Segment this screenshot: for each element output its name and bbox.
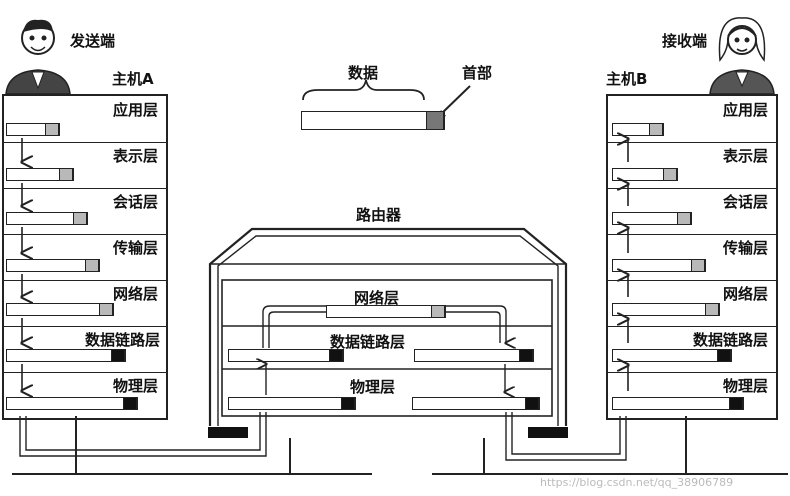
host-b-layer-physical: 物理层 [722, 377, 768, 395]
sender-label: 发送端 [70, 32, 116, 50]
host-b-layer-network: 网络层 [608, 280, 776, 327]
host-a-label: 主机A [112, 70, 154, 88]
host-a-layer-transport: 传输层 [4, 234, 166, 281]
router-packet-datalink-out [414, 348, 534, 362]
watermark: https://blog.csdn.net/qq_38906789 [540, 476, 734, 489]
host-a-packet-presentation [6, 167, 74, 181]
router-packet-datalink-in [228, 348, 344, 362]
host-b-layer-presentation: 表示层 [608, 142, 776, 189]
router-layer-network: 网络层 [354, 289, 400, 307]
host-b-label: 主机B [606, 70, 648, 88]
host-b-layer-datalink: 数据链路层 [608, 326, 776, 373]
router-title: 路由器 [356, 206, 402, 224]
host-b-layer-transport: 传输层 [608, 234, 776, 281]
legend-header-label: 首部 [462, 64, 493, 82]
host-a-packet-application [6, 122, 60, 136]
host-a-packet-session [6, 211, 88, 225]
host-b-packet-session [612, 211, 692, 225]
host-b-packet-network [612, 302, 720, 316]
router-layer-physical: 物理层 [350, 378, 396, 396]
host-b-layer-application: 应用层 [608, 96, 776, 143]
host-a-layer-datalink: 数据链路层 [4, 326, 166, 373]
host-a-packet-transport [6, 258, 100, 272]
host-b-packet-transport [612, 258, 706, 272]
host-a-layer-presentation: 表示层 [4, 142, 166, 189]
host-a-packet-network [6, 302, 114, 316]
host-a-packet-physical [6, 396, 138, 410]
router-packet-physical-out [412, 396, 540, 410]
host-a-packet-datalink [6, 348, 126, 362]
host-a-layer-session: 会话层 [4, 188, 166, 235]
router-packet-network [326, 304, 446, 318]
receiver-label: 接收端 [662, 32, 708, 50]
legend-packet-header [426, 110, 444, 130]
host-b-stack: 应用层 表示层 会话层 传输层 网络层 数据链路层 物理层 [606, 94, 778, 420]
host-a-layer-network: 网络层 [4, 280, 166, 327]
host-b-packet-presentation [612, 167, 678, 181]
host-a-layer-physical: 物理层 [112, 377, 158, 395]
host-b-layer-session: 会话层 [608, 188, 776, 235]
router-layer-datalink: 数据链路层 [330, 333, 406, 351]
legend-packet [301, 110, 445, 130]
router-packet-physical-in [228, 396, 356, 410]
host-b-packet-physical [612, 396, 744, 410]
legend-data-label: 数据 [348, 64, 379, 82]
host-a-layer-application: 应用层 [4, 96, 166, 143]
host-b-packet-datalink [612, 348, 732, 362]
